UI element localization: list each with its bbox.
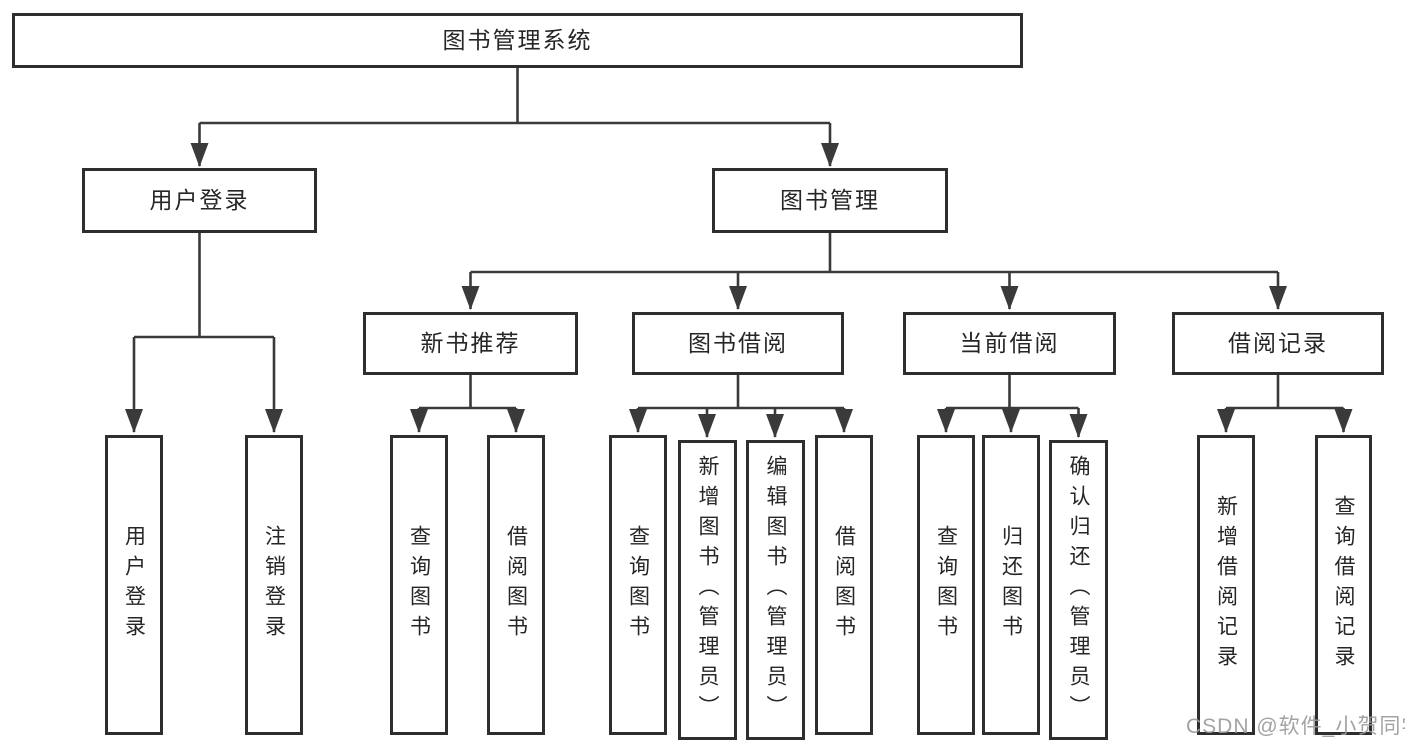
leaf-logout: 注销登录 [245, 435, 303, 735]
node-library-management-system: 图书管理系统 [12, 13, 1023, 68]
node-label: 借阅图书 [832, 525, 856, 645]
leaf-confirm-return-admin: 确认归还（管理员） [1049, 440, 1108, 740]
node-label: 图书借阅 [688, 330, 788, 356]
node-label: 用户登录 [149, 187, 250, 213]
node-label: 确认归还（管理员） [1067, 455, 1090, 725]
node-borrow-records: 借阅记录 [1172, 312, 1384, 375]
leaf-add-borrow-record: 新增借阅记录 [1197, 435, 1255, 735]
leaf-add-book-admin: 新增图书（管理员） [678, 440, 737, 740]
node-label: 用户登录 [122, 525, 146, 645]
node-user-login: 用户登录 [82, 168, 317, 233]
node-label: 当前借阅 [959, 330, 1060, 356]
node-label: 查询图书 [407, 525, 431, 645]
leaf-edit-book-admin: 编辑图书（管理员） [746, 440, 805, 740]
node-label: 新增借阅记录 [1214, 495, 1238, 675]
node-label: 新书推荐 [420, 330, 521, 356]
node-label: 归还图书 [999, 525, 1023, 645]
node-label: 查询图书 [626, 525, 650, 645]
node-label: 新增图书（管理员） [696, 455, 719, 725]
node-label: 借阅记录 [1228, 330, 1328, 356]
csdn-watermark: CSDN @软件_小贺同学 [1186, 715, 1405, 738]
node-book-management: 图书管理 [712, 168, 948, 233]
leaf-query-borrow-record: 查询借阅记录 [1315, 435, 1372, 735]
leaf-query-books-2: 查询图书 [609, 435, 667, 735]
node-label: 图书管理系统 [442, 27, 593, 53]
connector-borrow-record-bus [1226, 375, 1344, 410]
node-book-borrow: 图书借阅 [632, 312, 844, 375]
node-new-book-recommend: 新书推荐 [363, 312, 578, 375]
connector-current-borrow-bus [946, 375, 1079, 410]
connector-user-login-bus [134, 233, 274, 339]
connector-root-bus [199, 68, 830, 125]
node-label: 借阅图书 [504, 525, 528, 645]
leaf-return-book: 归还图书 [982, 435, 1040, 735]
leaf-query-books-3: 查询图书 [917, 435, 975, 735]
leaf-query-books-1: 查询图书 [390, 435, 448, 735]
node-label: 查询图书 [934, 525, 958, 645]
connector-new-book-bus [419, 375, 516, 410]
node-label: 查询借阅记录 [1332, 495, 1355, 675]
node-label: 编辑图书（管理员） [764, 455, 787, 725]
leaf-borrow-books-2: 借阅图书 [815, 435, 873, 735]
node-label: 注销登录 [262, 525, 286, 645]
connector-book-borrow-bus [638, 375, 844, 410]
node-label: 图书管理 [780, 187, 880, 213]
connector-book-management-bus [470, 233, 1278, 274]
node-current-borrow: 当前借阅 [903, 312, 1116, 375]
leaf-borrow-books-1: 借阅图书 [487, 435, 545, 735]
leaf-user-login: 用户登录 [105, 435, 163, 735]
